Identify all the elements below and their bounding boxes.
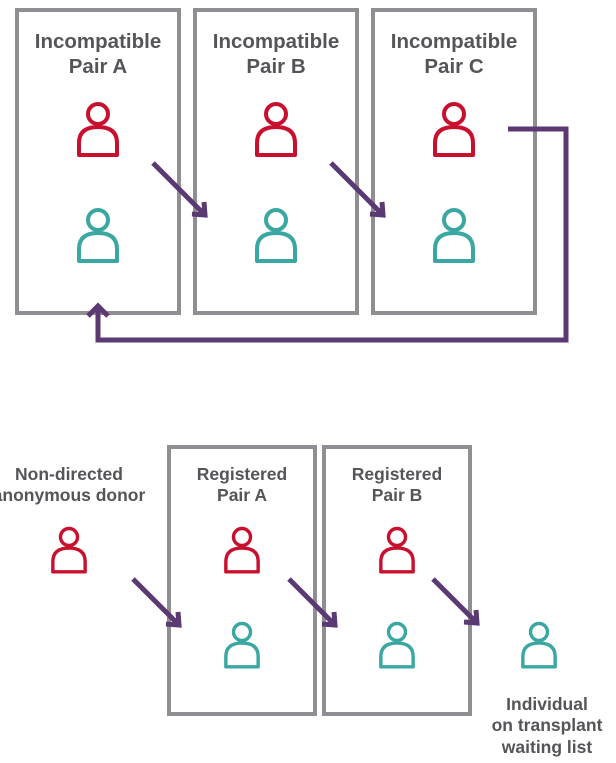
registered-pair-b-label-line1: Registered bbox=[351, 464, 443, 484]
donor-icon-registered-pair-b bbox=[379, 526, 415, 574]
pair-c-label-line1: Incompatible bbox=[390, 30, 518, 53]
non-directed-donor-label-line1: Non-directed bbox=[15, 464, 123, 484]
arrow-icon-a-to-b bbox=[151, 161, 208, 218]
donor-icon-registered-pair-a bbox=[224, 526, 260, 574]
non-directed-donor-label: Non-directed anonymous donor bbox=[0, 464, 146, 507]
pair-b-label-line1: Incompatible bbox=[212, 30, 340, 53]
waiting-list-recipient-icon bbox=[521, 621, 557, 669]
registered-pair-b-label: Registered Pair B bbox=[324, 464, 470, 507]
registered-pair-b-box bbox=[322, 445, 472, 716]
non-directed-donor-icon bbox=[51, 526, 87, 574]
pair-c-label-line2: Pair C bbox=[424, 55, 484, 78]
pair-a-label-line2: Pair A bbox=[68, 55, 128, 78]
pair-b-box bbox=[193, 8, 359, 315]
registered-pair-a-box bbox=[167, 445, 317, 716]
waiting-list-label-line1: Individual bbox=[506, 694, 588, 714]
recipient-icon-pair-b bbox=[255, 208, 297, 263]
waiting-list-label-line2: on transplant bbox=[491, 715, 603, 736]
arrow-icon-b-to-c bbox=[329, 161, 386, 218]
recipient-icon-pair-c bbox=[433, 208, 475, 263]
non-directed-donor-label-line2: anonymous donor bbox=[0, 485, 146, 506]
waiting-list-recipient-label: Individual on transplant waiting list bbox=[482, 694, 612, 758]
registered-pair-a-label-line2: Pair A bbox=[217, 485, 267, 506]
registered-pair-a-label: Registered Pair A bbox=[169, 464, 315, 507]
pair-a-label: Incompatible Pair A bbox=[17, 29, 179, 79]
pair-a-label-line1: Incompatible bbox=[34, 30, 162, 53]
donor-icon-pair-c bbox=[433, 102, 475, 157]
recipient-icon-pair-a bbox=[77, 208, 119, 263]
donor-icon-pair-a bbox=[77, 102, 119, 157]
arrow-icon-pair-a-to-pair-b bbox=[287, 577, 338, 628]
arrow-icon-donor-to-pair-a bbox=[131, 577, 182, 628]
pair-b-label: Incompatible Pair B bbox=[195, 29, 357, 79]
arrow-icon-pair-b-to-waiting-list bbox=[431, 577, 480, 626]
recipient-icon-registered-pair-b bbox=[379, 621, 415, 669]
registered-pair-b-label-line2: Pair B bbox=[371, 485, 423, 506]
pair-b-label-line2: Pair B bbox=[246, 55, 306, 78]
pair-c-label: Incompatible Pair C bbox=[373, 29, 535, 79]
pair-c-box bbox=[371, 8, 537, 315]
donor-icon-pair-b bbox=[255, 102, 297, 157]
waiting-list-label-line3: waiting list bbox=[501, 736, 593, 757]
loop-arrow-icon-c-to-a bbox=[86, 126, 569, 343]
recipient-icon-registered-pair-a bbox=[224, 621, 260, 669]
registered-pair-a-label-line1: Registered bbox=[196, 464, 288, 484]
